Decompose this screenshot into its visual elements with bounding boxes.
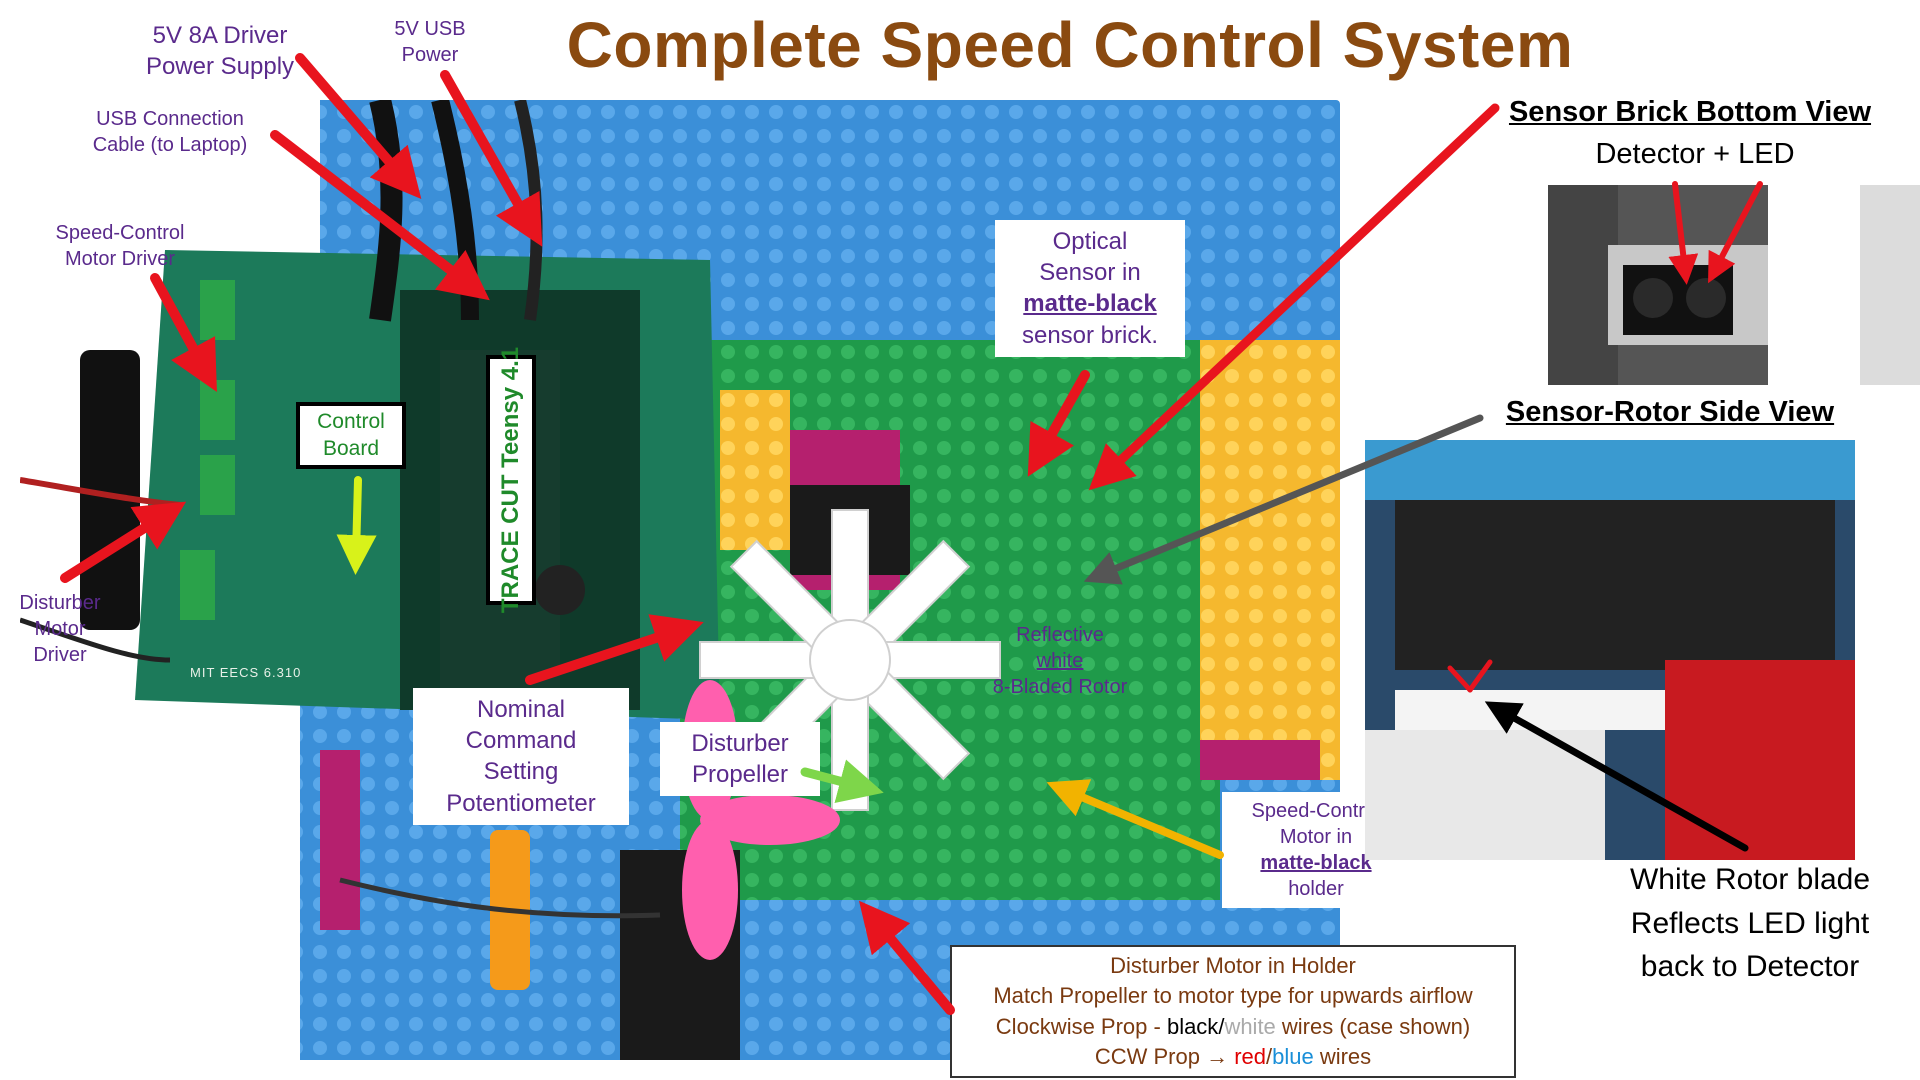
arrow-speed-motor [1046,779,1224,859]
arrow-disturber-driver [60,501,187,583]
arrow-reflect-in [1447,665,1473,693]
optical-sensor-label: Optical Sensor in matte-black sensor bri… [995,220,1185,357]
arrow-driver-supply [295,53,422,199]
arrow-usb-power [440,70,543,247]
arrow-rotor-reflects [1484,701,1749,852]
arrow-propeller [800,759,884,804]
sensor-bottom-photo [1548,185,1768,385]
sensor-bottom-edge [1860,185,1920,385]
arrow-side-view [1083,414,1484,585]
side-view-photo [1365,440,1855,860]
disturber-note-box: Disturber Motor in Holder Match Propelle… [950,945,1516,1079]
sensor-bottom-subtitle: Detector + LED [1595,138,1795,170]
arrow-control-board [336,476,377,575]
side-view-drawing [1365,440,1855,860]
teensy-label: TRACE CUT Teensy 4.1 [486,347,536,613]
arrow-speed-driver [150,273,217,392]
white-rotor [699,509,1001,811]
potentiometer-knob [535,565,585,615]
arrow-optical-sensor [1027,370,1090,477]
arrow-led [1708,181,1763,284]
sensor-bottom-title: Sensor Brick Bottom View [1508,96,1872,128]
arrow-detector [1668,181,1699,285]
board-marking: MIT EECS 6.310 [190,665,302,680]
arrow-usb-cable [270,130,490,301]
arrow-sensor-bottom [1088,103,1500,491]
page-title: Complete Speed Control System [566,9,1574,81]
reflective-rotor-label: Reflective white 8-Bladed Rotor [992,624,1128,698]
sensor-bottom-drawing [1548,185,1768,385]
side-view-title: Sensor-Rotor Side View [1505,396,1835,428]
arrow-potentiometer [525,614,704,685]
arrow-reflect-out [1467,659,1493,693]
arrow-disturber-note [858,900,955,1015]
